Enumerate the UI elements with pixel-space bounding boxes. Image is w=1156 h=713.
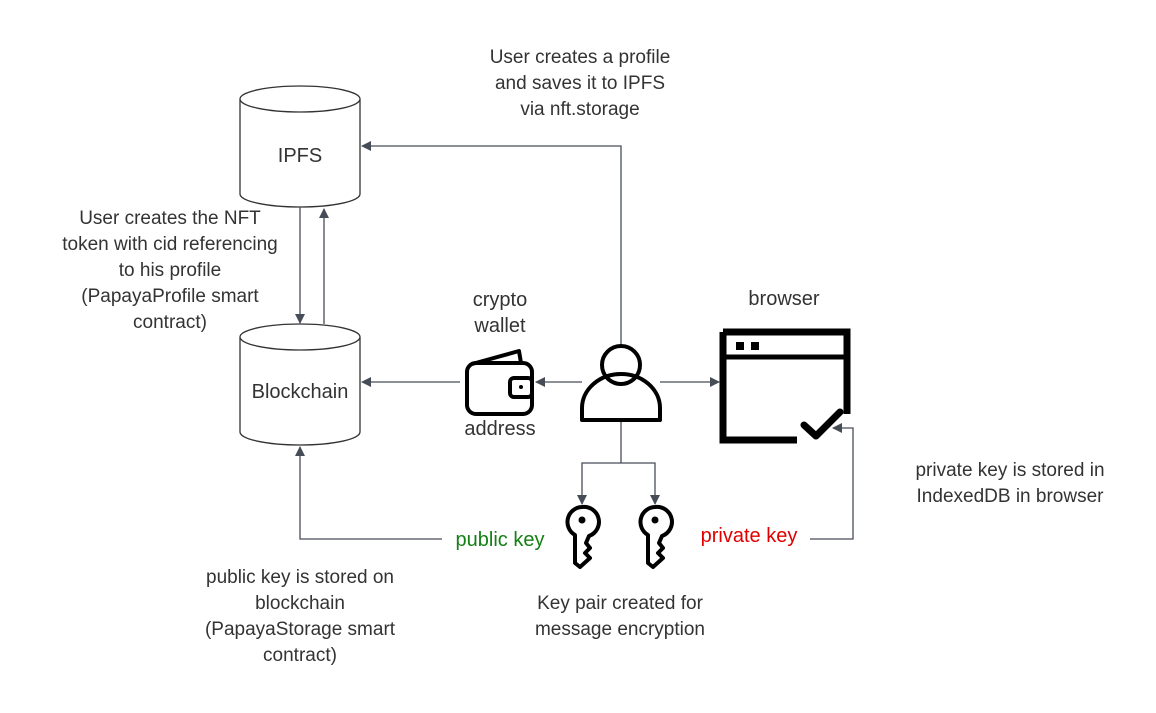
- public-key-icon: [565, 504, 601, 569]
- private-key-to-browser-arrow: [810, 423, 854, 540]
- browser-window-icon: [719, 328, 851, 444]
- checkmark-icon: [800, 408, 844, 440]
- ipfs-upload-annotation: User creates a profile and saves it to I…: [489, 47, 671, 120]
- key-pair-annotation: Key pair created for message encryption: [534, 593, 706, 640]
- browser-label: browser: [748, 288, 820, 310]
- private-key-storage-annotation: private key is stored in IndexedDB in br…: [915, 460, 1105, 507]
- ipfs-label: IPFS: [277, 145, 323, 167]
- wallet-address-caption: address: [464, 418, 536, 440]
- user-to-private-key-arrow: [621, 462, 660, 505]
- wallet-title: crypto wallet: [472, 289, 528, 337]
- private-key-label: private key: [690, 523, 808, 549]
- public-key-storage-annotation: public key is stored on blockchain (Papa…: [204, 567, 396, 666]
- wallet-icon: [465, 349, 534, 416]
- nft-token-annotation: User creates the NFT token with cid refe…: [62, 208, 278, 333]
- blockchain-database-icon: [239, 323, 361, 446]
- blockchain-label: Blockchain: [251, 381, 349, 403]
- private-key-icon: [638, 504, 674, 569]
- user-icon: [580, 344, 662, 422]
- public-key-label: public key: [442, 527, 558, 553]
- user-to-public-key-arrow: [577, 462, 621, 505]
- public-key-to-blockchain-arrow: [295, 446, 442, 540]
- user-to-ipfs-arrow: [361, 141, 622, 345]
- ipfs-database-icon: [239, 85, 361, 208]
